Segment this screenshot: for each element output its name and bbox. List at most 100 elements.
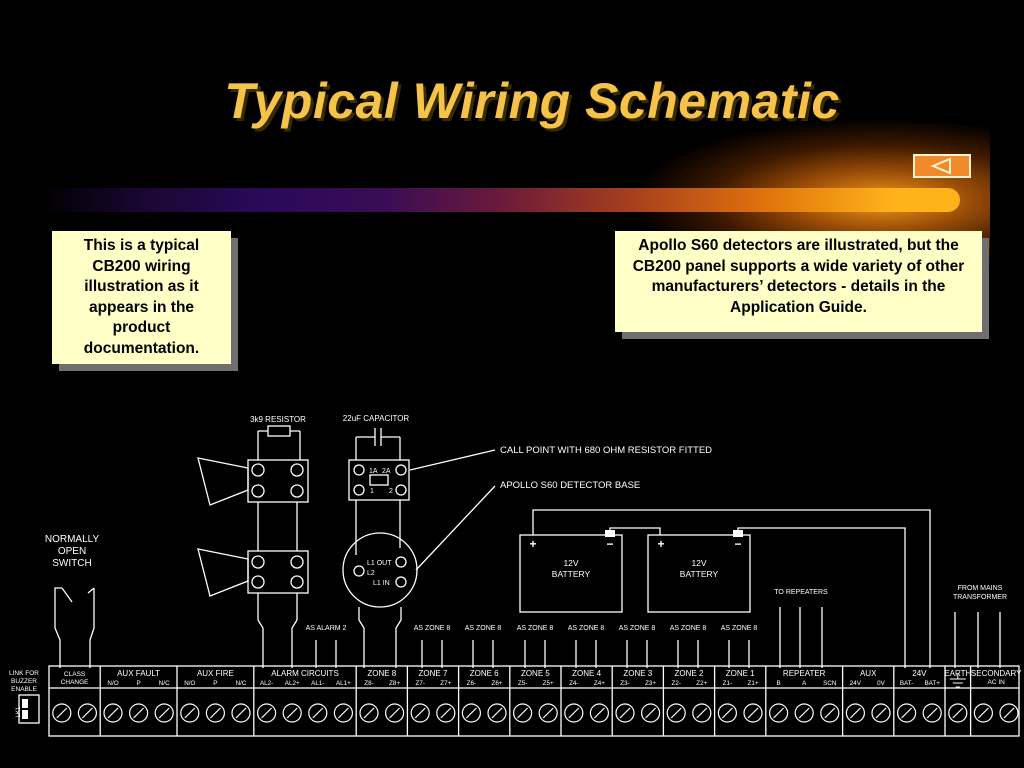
terminal-sub-label: AL2- [260, 680, 273, 687]
terminal-sub-label: Z2+ [696, 680, 707, 687]
terminal-group-label: ZONE 4 [572, 669, 601, 678]
terminal-sub-label: Z5- [518, 680, 527, 687]
terminal-screw-slot [824, 707, 836, 719]
link-label: ENABLE [11, 686, 37, 693]
terminal-screw-slot [593, 707, 605, 719]
as-zone-label: AS ZONE 8 [414, 625, 451, 632]
detector-terminal-label: L1 OUT [367, 560, 392, 567]
terminal-sub-label: Z2- [671, 680, 680, 687]
terminal-screw-slot [235, 707, 247, 719]
terminal-sub-label: Z3- [620, 680, 629, 687]
left-triangle-icon [930, 157, 951, 175]
terminal-screw-slot [56, 707, 68, 719]
capacitor-label: 22uF CAPACITOR [343, 414, 410, 423]
terminal-screw-icon [231, 703, 251, 723]
terminal-screw-slot [389, 707, 401, 719]
battery-label: BATTERY [552, 569, 591, 579]
mains-label: FROM MAINS [958, 585, 1003, 592]
terminal-group-label: ZONE 3 [623, 669, 652, 678]
terminal-screw-icon [640, 703, 661, 723]
terminal-sub-label: Z5+ [543, 680, 554, 687]
terminal-screw-slot [312, 707, 324, 719]
terminal-group-label: ZONE 5 [521, 669, 550, 678]
terminal-sub-label: Z4- [569, 680, 578, 687]
terminal-screw-slot [568, 707, 580, 719]
as-zone-label: AS ZONE 8 [619, 625, 656, 632]
terminal-screw-icon [436, 703, 456, 723]
terminal-group-label: ALARM CIRCUITS [271, 669, 339, 678]
terminal-screw-slot [286, 707, 298, 719]
detector-base-label: APOLLO S60 DETECTOR BASE [500, 480, 640, 491]
terminal-screw-icon [77, 703, 98, 723]
terminal-sub-label: P [213, 680, 217, 687]
terminal-sub-label: N/C [236, 680, 247, 687]
battery-minus-icon: − [734, 537, 741, 551]
terminal-screw-icon [205, 703, 225, 723]
terminal-screw-icon [154, 703, 174, 723]
battery-label: BATTERY [680, 569, 719, 579]
terminal-screw-slot [619, 707, 631, 719]
terminal-screw-slot [926, 707, 938, 719]
terminal-screw-slot [440, 707, 452, 719]
terminal-screw-slot [798, 707, 810, 719]
detector-terminal-label: L2 [367, 570, 375, 577]
terminal-screw-icon [615, 703, 635, 723]
terminal-screw-icon [845, 703, 866, 723]
terminal-screw-slot [696, 707, 708, 719]
terminal-screw-icon [359, 703, 379, 723]
terminal-sub-label: SCN [823, 680, 837, 687]
terminal-screw-icon [999, 703, 1019, 723]
terminal-screw-icon [589, 703, 610, 723]
terminal-group-label: 24V [912, 669, 927, 678]
as-zone-label: AS ZONE 8 [670, 625, 707, 632]
terminal-group-label: CHANGE [61, 679, 89, 686]
terminal-sub-label: Z8+ [389, 680, 400, 687]
terminal-group-label: EARTH [944, 669, 971, 678]
terminal-sub-label: 0V [877, 680, 886, 687]
terminal-screw-slot [133, 707, 145, 719]
terminal-sub-label: N/O [184, 680, 195, 687]
terminal-screw-icon [973, 703, 994, 723]
terminal-screw-icon [666, 703, 686, 723]
terminal-sub-label: Z6- [467, 680, 476, 687]
terminal-screw-icon [308, 703, 328, 723]
terminal-group-label: ZONE 1 [726, 669, 755, 678]
terminal-group-label: ZONE 6 [470, 669, 499, 678]
terminal-screw-slot [773, 707, 785, 719]
back-button[interactable] [913, 154, 971, 178]
battery-plus-icon: + [529, 537, 536, 551]
terminal-sub-label: 24V [850, 680, 862, 687]
repeaters-label: TO REPEATERS [774, 589, 828, 596]
call-point-label: CALL POINT WITH 680 OHM RESISTOR FITTED [500, 445, 712, 456]
terminal-screw-icon [794, 703, 814, 723]
battery-plus-icon: + [657, 537, 664, 551]
terminal-screw-slot [261, 707, 273, 719]
terminal-screw-slot [337, 707, 349, 719]
terminal-screw-slot [184, 707, 196, 719]
terminal-sub-label: Z7- [415, 680, 424, 687]
zone-wire [524, 640, 546, 668]
terminal-screw-slot [721, 707, 733, 719]
terminal-group-label: AC IN [988, 679, 1006, 686]
terminal-screw-slot [977, 707, 989, 719]
detector-terminal-label: L1 IN [373, 580, 390, 587]
terminal-sub-label: Z6+ [491, 680, 502, 687]
battery-minus-icon: − [606, 537, 613, 551]
terminal-screw-slot [491, 707, 503, 719]
terminal-screw-slot [747, 707, 759, 719]
terminal-screw-slot [158, 707, 170, 719]
terminal-screw-slot [645, 707, 657, 719]
battery-label: 12V [691, 558, 706, 568]
terminal-screw-icon [282, 703, 302, 723]
terminal-screw-slot [542, 707, 554, 719]
as-zone-label: AS ZONE 8 [517, 625, 554, 632]
switch-label: NORMALLY [45, 534, 100, 545]
terminal-screw-slot [414, 707, 426, 719]
battery-label: 12V [563, 558, 578, 568]
terminal-screw-icon [410, 703, 430, 723]
terminal-screw-icon [461, 703, 481, 723]
terminal-screw-icon [896, 703, 917, 723]
terminal-label: 2 [389, 488, 393, 495]
terminal-label: 1A [369, 468, 378, 475]
terminal-sub-label: Z7+ [440, 680, 451, 687]
